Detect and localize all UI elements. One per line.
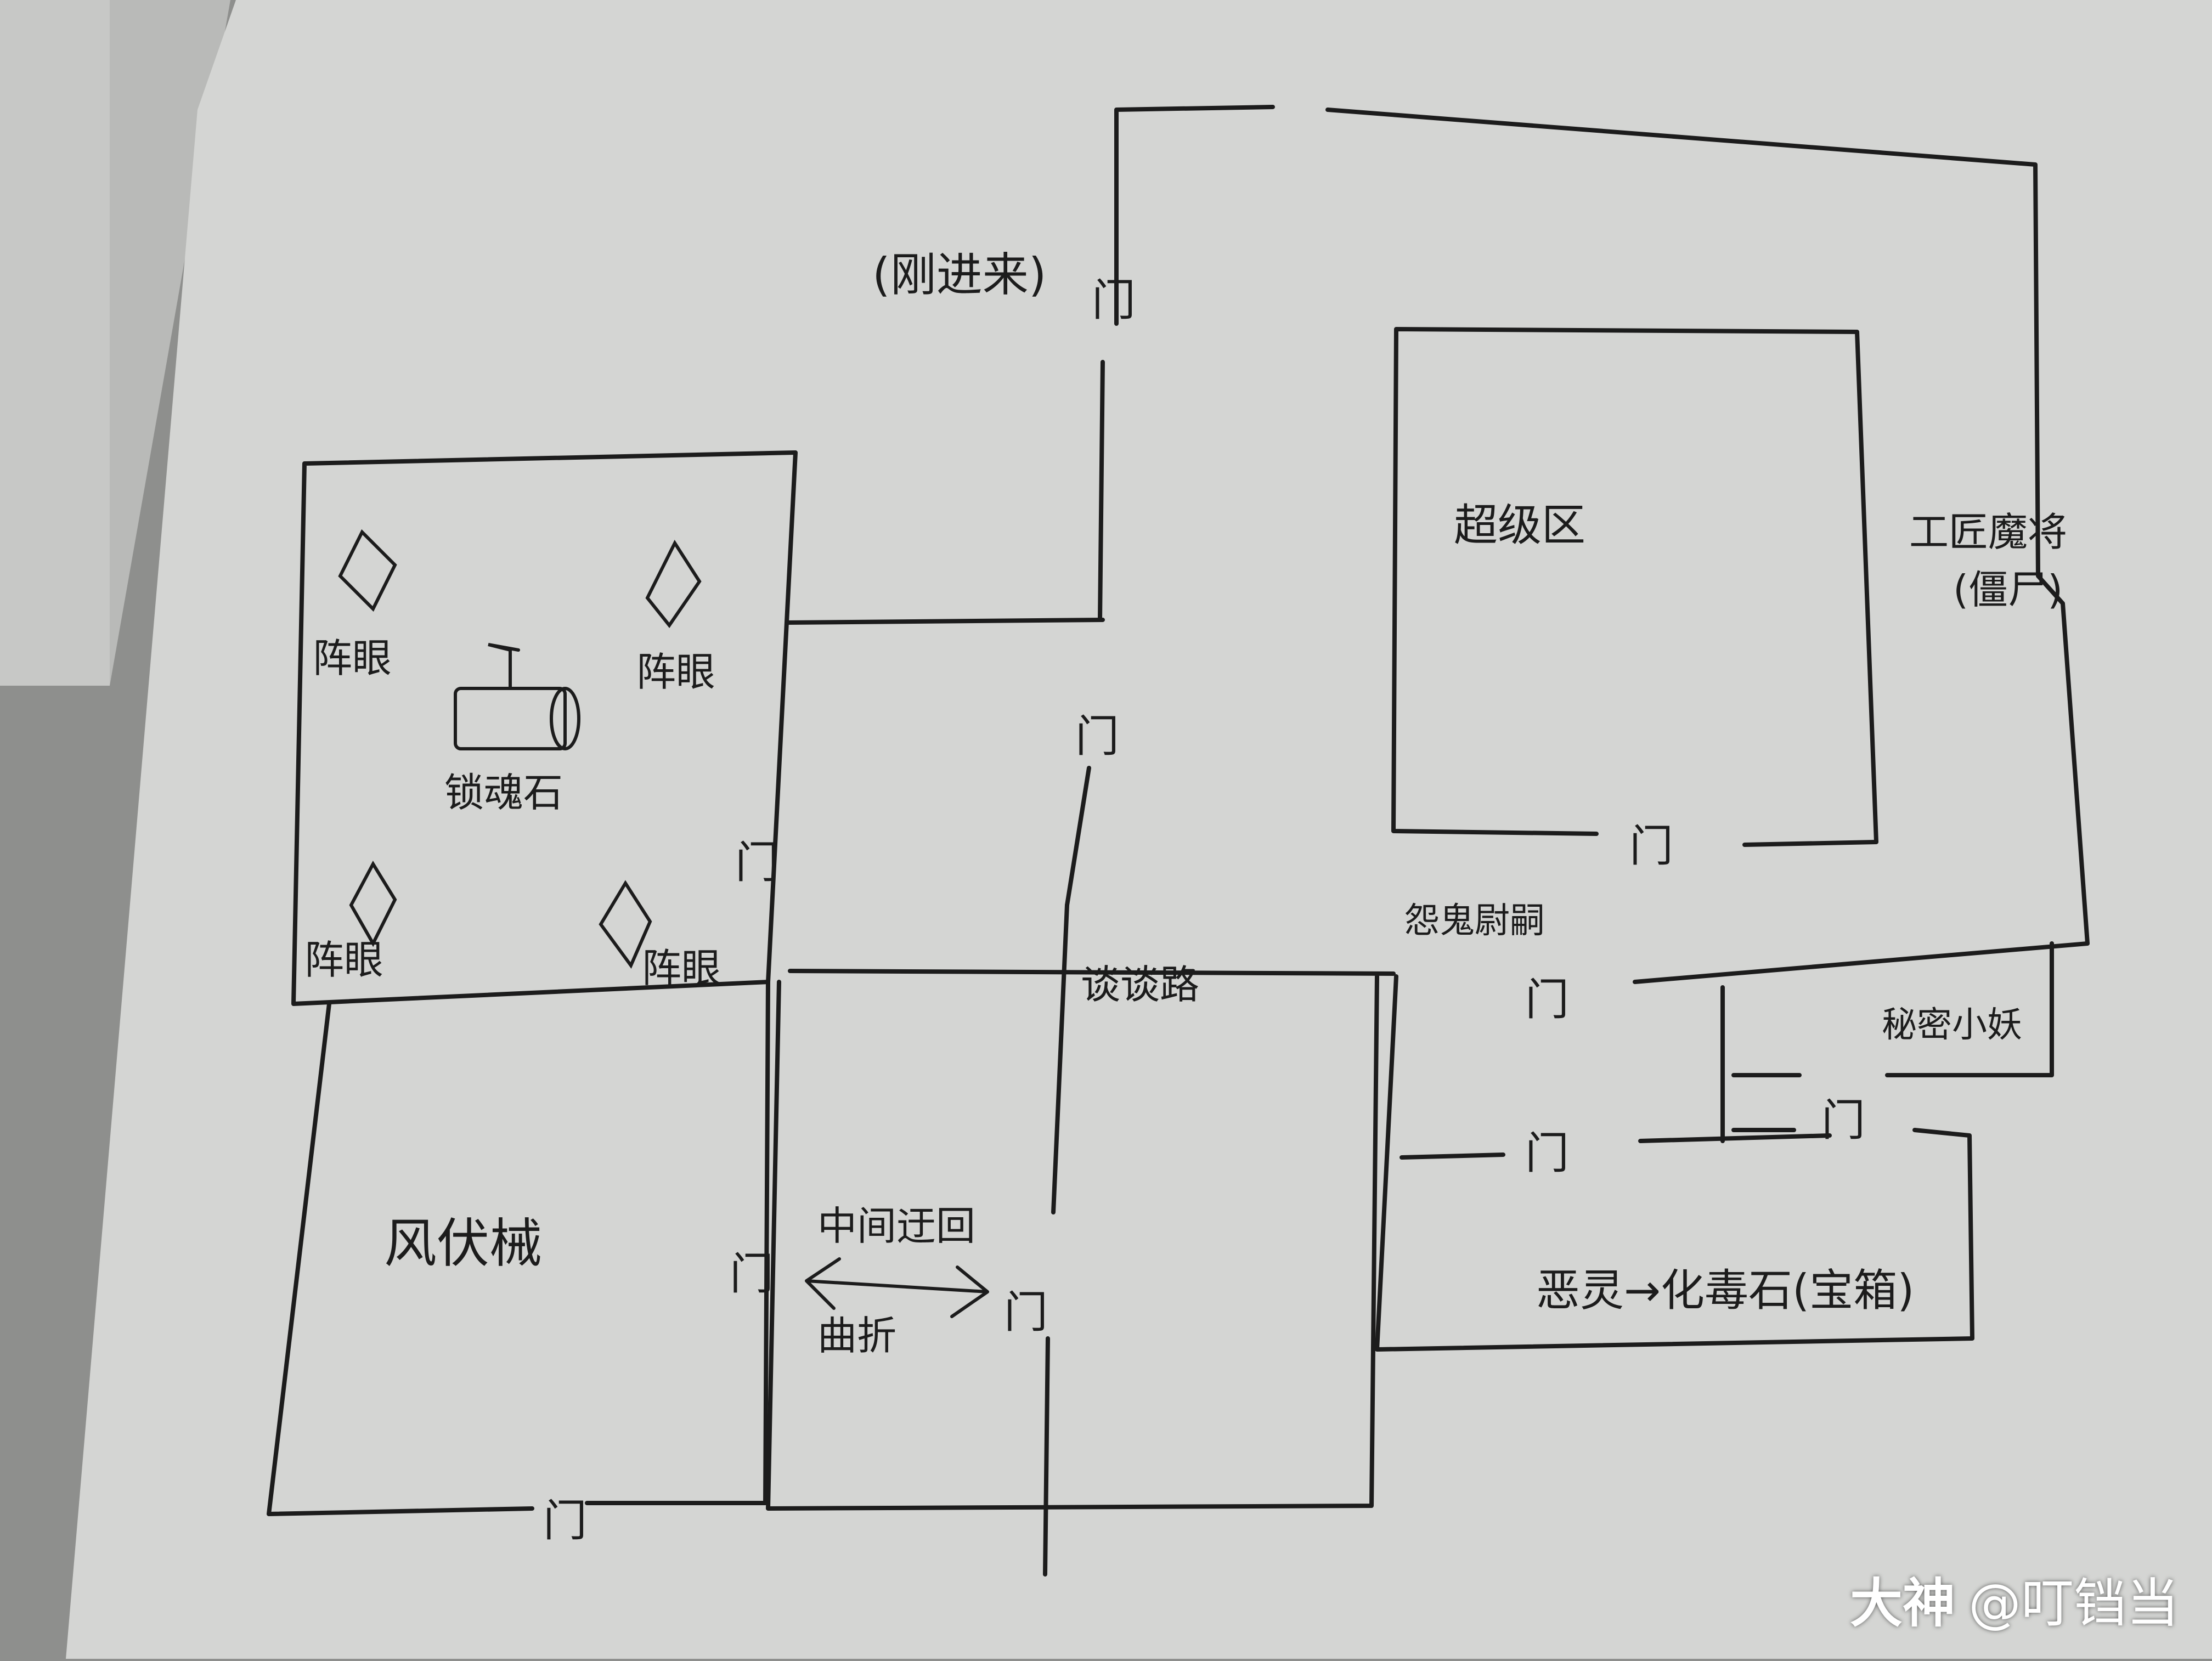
door-label-formation: 门 — [735, 837, 779, 888]
corridor-wall — [1065, 360, 1105, 907]
eye-label-2: 阵眼 — [636, 649, 715, 695]
door-label-ghost: 门 — [1525, 974, 1569, 1025]
middle-divider — [1043, 903, 1069, 1577]
double-arrow — [805, 1257, 989, 1318]
eye-label-4: 阵眼 — [642, 945, 721, 991]
eye-label-3: 阵眼 — [304, 937, 383, 983]
door-label-super: 门 — [1629, 821, 1673, 872]
path-label: 谈谈路 — [1081, 962, 1199, 1008]
paper — [66, 0, 2212, 1659]
door-label-entrance: 门 — [1092, 275, 1136, 326]
eye-marker-4 — [599, 880, 652, 969]
watermark-brand: 大神 — [1850, 1573, 1955, 1634]
door-label-corridor: 门 — [1075, 711, 1119, 762]
eye-marker-3 — [349, 860, 397, 947]
watermark: 大神@叮铛当 — [1850, 1561, 2179, 1637]
machine-room-walls — [267, 980, 770, 1516]
entrance-label: (刚进来) — [872, 248, 1047, 302]
top-outer-wall — [1114, 105, 2090, 984]
tortuous-label: 曲折 — [817, 1313, 896, 1359]
door-label-middle: 门 — [1004, 1287, 1048, 1338]
evil-spirit-label: 恶灵→化毒石(宝箱) — [1536, 1265, 1914, 1316]
zombie-label: (僵尸) — [1953, 567, 2063, 613]
secret-demon-label: 秘密小妖 — [1882, 1005, 2022, 1046]
middle-label: 中间迂回 — [817, 1203, 975, 1249]
soul-stone-label: 锁魂石 — [444, 770, 563, 816]
watermark-user: @叮铛当 — [1968, 1573, 2179, 1634]
back-sheet-edge — [0, 0, 110, 686]
eye-marker-1 — [338, 529, 397, 612]
worker-label: 工匠魔将 — [1909, 509, 2067, 555]
door-label-evil: 门 — [1525, 1128, 1569, 1179]
central-rooms-walls — [766, 618, 1396, 1511]
eye-label-1: 阵眼 — [313, 635, 392, 681]
super-area-label: 超级区 — [1454, 500, 1585, 551]
soul-stone-end — [550, 687, 580, 750]
fierce-ghost-label: 怨鬼尉嗣 — [1404, 901, 1545, 941]
super-area-walls — [1391, 327, 1878, 847]
machine-room-label: 风伏械 — [384, 1213, 542, 1274]
door-label-bottom: 门 — [543, 1495, 587, 1546]
door-label-machine: 门 — [730, 1248, 774, 1300]
lower-right-walls — [1375, 941, 2054, 1352]
soul-stone-flag — [488, 643, 520, 690]
door-label-secret: 门 — [1821, 1095, 1865, 1146]
eye-marker-2 — [645, 539, 702, 629]
